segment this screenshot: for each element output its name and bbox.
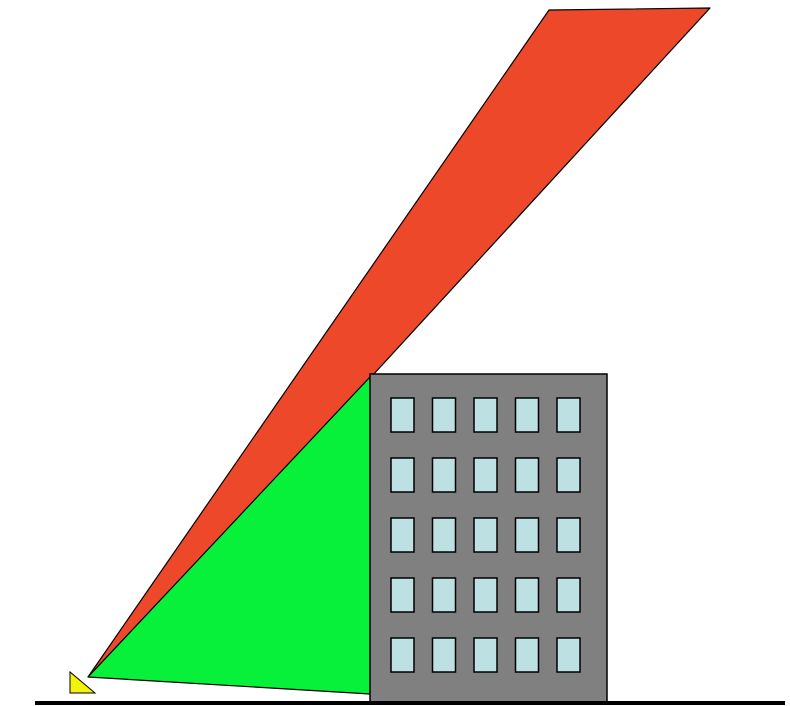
building (370, 374, 607, 704)
building-window (516, 578, 539, 612)
building-window (391, 458, 414, 492)
building-window (391, 398, 414, 432)
building-window (474, 398, 497, 432)
building-window (516, 398, 539, 432)
building-window (474, 578, 497, 612)
building-window (391, 578, 414, 612)
building-window (474, 638, 497, 672)
building-window (557, 518, 580, 552)
building-window (516, 518, 539, 552)
building-window (433, 518, 456, 552)
building-window (433, 638, 456, 672)
building-window (391, 518, 414, 552)
building-window (433, 578, 456, 612)
building-window (474, 458, 497, 492)
building-window (391, 638, 414, 672)
green-triangle (88, 377, 370, 694)
building-window (516, 458, 539, 492)
building-window (557, 398, 580, 432)
building-window (557, 578, 580, 612)
building-window (557, 458, 580, 492)
building-window (516, 638, 539, 672)
building-window (557, 638, 580, 672)
building-window (433, 458, 456, 492)
building-window (474, 518, 497, 552)
building-window (433, 398, 456, 432)
